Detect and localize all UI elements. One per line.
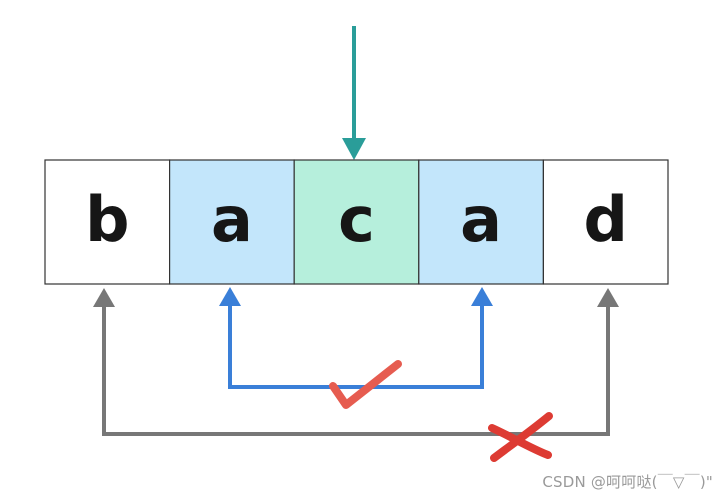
cell-box [293,159,420,285]
cell-box [44,159,171,285]
cell-char: b [85,183,129,256]
csdn-watermark: CSDN @呵呵哒(￣▽￣)" [542,473,713,491]
cell-1: a [169,159,295,285]
mismatch-bracket-right-arrowhead [597,288,619,307]
cell-box [169,159,295,285]
cell-char: a [211,183,253,256]
cross-mark-icon [488,412,553,462]
cell-2: c [293,159,420,285]
cell-box [542,159,669,285]
mismatch-bracket-line [102,305,610,436]
cell-3: a [418,159,544,285]
center-pointer-arrowhead [342,138,366,160]
cell-4: d [542,159,669,285]
match-bracket-right-arrowhead [471,287,493,306]
cell-char: a [460,183,502,256]
cell-char: d [584,183,628,256]
match-bracket-line [228,302,484,389]
mismatch-bracket-left-arrowhead [93,288,115,307]
check-mark-icon [329,360,402,409]
match-bracket-left-arrowhead [219,287,241,306]
cell-char: c [338,183,375,256]
cell-0: b [44,159,171,285]
